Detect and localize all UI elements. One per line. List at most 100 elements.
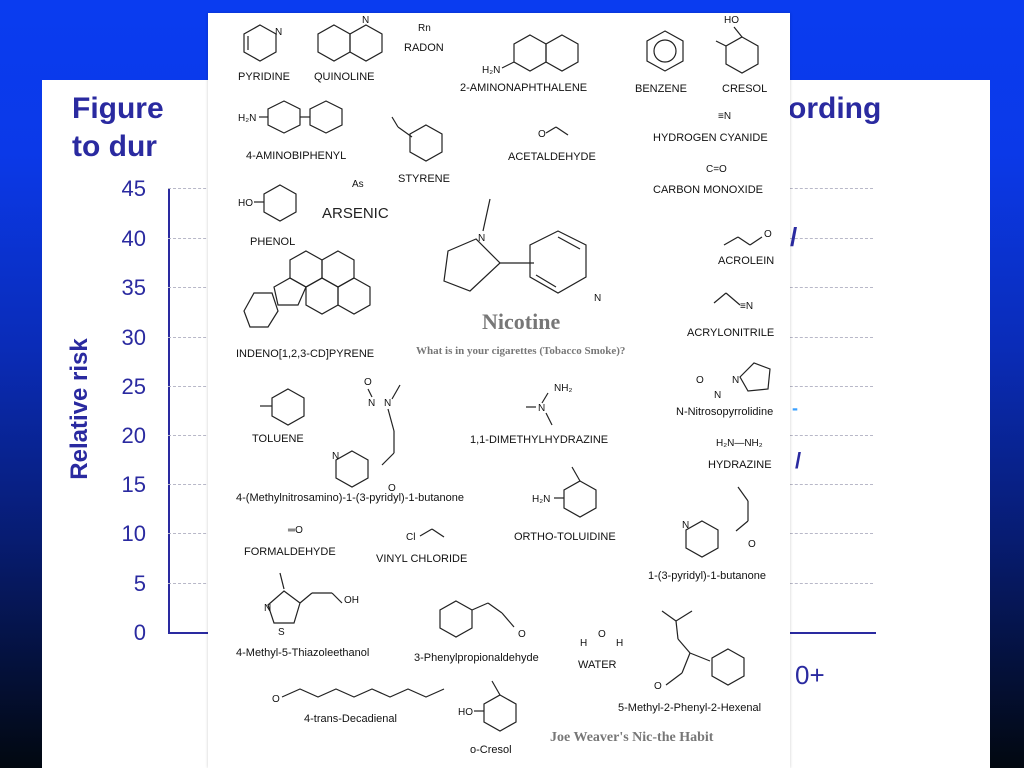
slide-title-line1: Figure: [72, 92, 164, 125]
phenol-structure: HO: [238, 184, 297, 222]
y-axis-label: Relative risk: [66, 338, 93, 480]
label-thiazoleethanol: 4-Methyl-5-Thiazoleethanol: [236, 647, 369, 659]
label-vinyl-chloride: VINYL CHLORIDE: [376, 553, 467, 565]
aminonaphthalene-structure: H₂N: [482, 34, 579, 76]
y-tick: 10: [121, 521, 146, 546]
atom-label: O: [388, 483, 396, 494]
label-acrolein: ACROLEIN: [718, 255, 774, 267]
atom-label: N: [478, 233, 485, 244]
atom-label: N: [594, 293, 601, 304]
atom-label: H: [580, 638, 587, 649]
atom-label: N: [264, 603, 271, 614]
label-n-nitrosopyrrolidine: N-Nitrosopyrrolidine: [676, 406, 773, 418]
label-carbon-monoxide: CARBON MONOXIDE: [653, 184, 763, 196]
label-acetaldehyde: ACETALDEHYDE: [508, 151, 596, 163]
label-styrene: STYRENE: [398, 173, 450, 185]
atom-label: ≡N: [740, 301, 753, 312]
atom-label: HO: [724, 15, 739, 26]
label-pyridylbutanone: 1-(3-pyridyl)-1-butanone: [648, 570, 766, 582]
label-decadienal: 4-trans-Decadienal: [304, 713, 397, 725]
label-hydrazine: HYDRAZINE: [708, 459, 772, 471]
subtitle: What is in your cigarettes (Tobacco Smok…: [416, 345, 625, 357]
y-tick: 45: [121, 176, 146, 201]
atom-label: N: [332, 451, 339, 462]
atom-label: N: [538, 403, 545, 414]
y-axis-line: [168, 188, 170, 634]
label-dimethylhydrazine: 1,1-DIMETHYLHYDRAZINE: [470, 434, 608, 446]
y-tick: 20: [121, 423, 146, 448]
water-structure: H O H: [580, 629, 623, 649]
hydrazine-formula: H₂N—NH₂: [716, 438, 763, 449]
atom-label: H₂N: [532, 494, 550, 505]
o-cresol-structure: HO: [458, 680, 517, 732]
as-symbol: As: [352, 179, 364, 190]
benzene-structure: [646, 30, 684, 72]
pyridine-structure: N: [243, 24, 282, 62]
y-tick: 25: [121, 374, 146, 399]
co-formula: C=O: [706, 164, 727, 175]
nicotine-structure: N N: [443, 198, 601, 304]
atom-label: HO: [458, 707, 473, 718]
label-pyridine: PYRIDINE: [238, 71, 290, 83]
atom-label: H₂N: [482, 65, 500, 76]
label-benzene: BENZENE: [635, 83, 687, 95]
atom-label: N: [275, 27, 282, 38]
atom-label: N: [384, 398, 391, 409]
partial-series-mark: -: [792, 398, 798, 418]
atom-label: N: [368, 398, 375, 409]
label-2-aminonaphthalene: 2-AMINONAPHTHALENE: [460, 82, 587, 94]
atom-label: O: [538, 129, 546, 140]
ortho-toluidine-structure: H₂N: [532, 466, 597, 518]
label-indenopyrene: INDENO[1,2,3-CD]PYRENE: [236, 348, 374, 360]
atom-label: N: [714, 390, 721, 401]
quinoline-structure: N: [317, 15, 383, 62]
label-hexenal: 5-Methyl-2-Phenyl-2-Hexenal: [618, 702, 761, 714]
thiazole-structure: N S OH: [264, 572, 359, 638]
label-arsenic: ARSENIC: [322, 205, 389, 222]
label-o-cresol: o-Cresol: [470, 744, 512, 756]
label-water: WATER: [578, 659, 617, 671]
nnk-structure: O N N O N: [332, 377, 401, 494]
x-label-partial: 0+: [795, 660, 825, 690]
label-cresol: CRESOL: [722, 83, 767, 95]
label-quinoline: QUINOLINE: [314, 71, 375, 83]
label-hydrogen-cyanide: HYDROGEN CYANIDE: [653, 132, 768, 144]
atom-label: H₂N: [238, 113, 256, 124]
slide-title-line2: to dur: [72, 130, 157, 163]
slide-title-right: ording: [788, 92, 882, 125]
indenopyrene-structure: [243, 250, 371, 328]
atom-label: S: [278, 627, 285, 638]
partial-series-mark: /: [790, 222, 798, 252]
dimethylhydrazine-structure: NH₂ N: [526, 383, 572, 426]
y-tick: 30: [121, 325, 146, 350]
atom-label: O: [598, 629, 606, 640]
label-nicotine: Nicotine: [482, 309, 560, 334]
label-acrylonitrile: ACRYLONITRILE: [687, 327, 774, 339]
formaldehyde-formula: ═O: [287, 525, 303, 536]
partial-series-mark: /: [795, 448, 802, 473]
pyridylbutanone-structure: O N: [682, 486, 756, 558]
cresol-structure: HO: [715, 15, 759, 74]
nitrosopyrrolidine-structure: O N N: [696, 362, 771, 401]
atom-label: O: [518, 629, 526, 640]
label-phenylpropionaldehyde: 3-Phenylpropionaldehyde: [414, 652, 539, 664]
hexenal-structure: O: [654, 610, 745, 692]
label-toluene: TOLUENE: [252, 433, 304, 445]
atom-label: Cl: [406, 532, 415, 543]
y-tick: 15: [121, 472, 146, 497]
atom-label: O: [364, 377, 372, 388]
atom-label: O: [272, 694, 280, 705]
label-4-aminobiphenyl: 4-AMINOBIPHENYL: [246, 150, 346, 162]
hcn-formula: ≡N: [718, 111, 731, 122]
styrene-structure: [391, 116, 443, 162]
credit: Joe Weaver's Nic-the Habit: [550, 730, 714, 745]
atom-label: NH₂: [554, 383, 572, 394]
atom-label: OH: [344, 595, 359, 606]
chemical-structures-image: N PYRIDINE N QUINOLINE Rn RADON H₂N 2-AM…: [208, 13, 790, 768]
acrylonitrile-structure: ≡N: [713, 292, 753, 312]
atom-label: O: [696, 375, 704, 386]
vinyl-chloride-structure: Cl: [406, 528, 445, 543]
radon-symbol: Rn: [418, 23, 431, 34]
acetaldehyde-structure: O: [538, 126, 569, 140]
atom-label: O: [764, 229, 772, 240]
